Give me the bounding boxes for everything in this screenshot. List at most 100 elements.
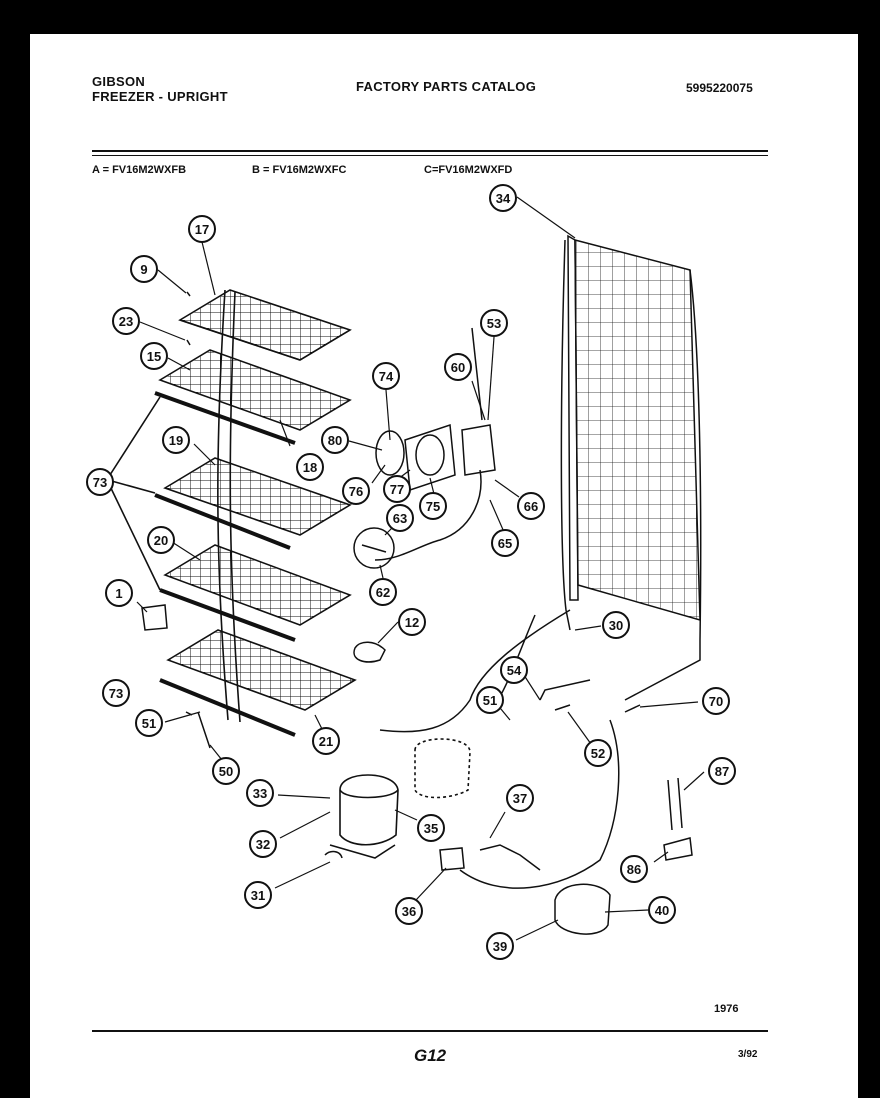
brand-block: GIBSON FREEZER - UPRIGHT — [92, 74, 228, 104]
svg-text:70: 70 — [709, 694, 723, 709]
callout-65: 65 — [491, 529, 519, 557]
shelf-17-drawing — [178, 289, 352, 361]
product-type: FREEZER - UPRIGHT — [92, 89, 228, 104]
shelf-drawings — [107, 289, 357, 737]
svg-text:54: 54 — [507, 663, 522, 678]
svg-text:19: 19 — [169, 433, 183, 448]
shelf-15-drawing — [154, 349, 352, 445]
svg-text:37: 37 — [513, 791, 527, 806]
callout-66: 66 — [517, 492, 545, 520]
svg-text:9: 9 — [140, 262, 147, 277]
callout-40: 40 — [648, 896, 676, 924]
callout-51-right: 51 — [476, 686, 504, 714]
callout-39: 39 — [486, 932, 514, 960]
callout-80: 80 — [321, 426, 349, 454]
svg-text:73: 73 — [93, 475, 107, 490]
callout-73-lower: 73 — [102, 679, 130, 707]
callout-30: 30 — [602, 611, 630, 639]
svg-text:51: 51 — [483, 693, 497, 708]
callout-19: 19 — [162, 426, 190, 454]
callout-1: 1 — [105, 579, 133, 607]
page-label: G12 — [414, 1046, 447, 1065]
callout-12: 12 — [398, 608, 426, 636]
svg-text:80: 80 — [328, 433, 342, 448]
callout-9: 9 — [130, 255, 158, 283]
callout-31: 31 — [244, 881, 272, 909]
brand-name: GIBSON — [92, 74, 146, 89]
callout-62: 62 — [369, 578, 397, 606]
svg-text:39: 39 — [493, 939, 507, 954]
callout-23: 23 — [112, 307, 140, 335]
thermostat-drawing — [353, 527, 395, 663]
catalog-sheet — [30, 34, 858, 1098]
callout-73-upper: 73 — [86, 468, 114, 496]
svg-text:51: 51 — [142, 716, 156, 731]
callout-33: 33 — [246, 779, 274, 807]
svg-text:65: 65 — [498, 536, 512, 551]
svg-text:15: 15 — [147, 349, 161, 364]
svg-text:1: 1 — [115, 586, 122, 601]
callout-20: 20 — [147, 526, 175, 554]
footer-rule — [92, 1030, 768, 1032]
svg-text:18: 18 — [303, 460, 317, 475]
svg-text:50: 50 — [219, 764, 233, 779]
callout-86: 86 — [620, 855, 648, 883]
callout-50: 50 — [212, 757, 240, 785]
shelf-21-drawing — [159, 629, 357, 737]
shelf-20-drawing — [159, 544, 352, 642]
callout-53: 53 — [480, 309, 508, 337]
svg-text:76: 76 — [349, 484, 363, 499]
svg-text:21: 21 — [319, 734, 333, 749]
callout-34: 34 — [489, 184, 517, 212]
svg-text:32: 32 — [256, 837, 270, 852]
svg-text:60: 60 — [451, 360, 465, 375]
callout-15: 15 — [140, 342, 168, 370]
svg-text:34: 34 — [496, 191, 511, 206]
svg-text:53: 53 — [487, 316, 501, 331]
model-c-label: C=FV16M2WXFD — [424, 164, 513, 176]
svg-text:40: 40 — [655, 903, 669, 918]
callout-17: 17 — [188, 215, 216, 243]
callout-70: 70 — [702, 687, 730, 715]
header-rule-thin — [92, 155, 768, 156]
page-date: 3/92 — [738, 1049, 758, 1060]
svg-text:62: 62 — [376, 585, 390, 600]
model-b-label: B = FV16M2WXFC — [252, 164, 347, 176]
shelf-19-drawing — [154, 457, 352, 550]
catalog-title: FACTORY PARTS CATALOG — [356, 79, 537, 94]
callout-75: 75 — [419, 492, 447, 520]
callout-87: 87 — [708, 757, 736, 785]
callout-36: 36 — [395, 897, 423, 925]
callout-35: 35 — [417, 814, 445, 842]
catalog-code: 5995220075 — [686, 81, 753, 95]
svg-text:33: 33 — [253, 786, 267, 801]
svg-text:31: 31 — [251, 888, 265, 903]
svg-text:74: 74 — [379, 369, 394, 384]
figure-number: 1976 — [714, 1003, 739, 1015]
svg-text:20: 20 — [154, 533, 168, 548]
callout-21: 21 — [312, 727, 340, 755]
callout-77: 77 — [383, 475, 411, 503]
svg-text:77: 77 — [390, 482, 404, 497]
svg-text:35: 35 — [424, 821, 438, 836]
svg-text:73: 73 — [109, 686, 123, 701]
evaporator-drawing — [379, 234, 702, 733]
svg-text:36: 36 — [402, 904, 416, 919]
svg-text:12: 12 — [405, 615, 419, 630]
svg-text:87: 87 — [715, 764, 729, 779]
callout-37: 37 — [506, 784, 534, 812]
svg-text:30: 30 — [609, 618, 623, 633]
svg-text:63: 63 — [393, 511, 407, 526]
callout-52: 52 — [584, 739, 612, 767]
svg-text:23: 23 — [119, 314, 133, 329]
header-rule — [92, 150, 768, 152]
callout-51-left: 51 — [135, 709, 163, 737]
compressor-drawing — [329, 738, 471, 859]
callout-18: 18 — [296, 453, 324, 481]
model-a-label: A = FV16M2WXFB — [92, 164, 187, 176]
svg-text:75: 75 — [426, 499, 440, 514]
callout-54: 54 — [500, 656, 528, 684]
callout-74: 74 — [372, 362, 400, 390]
callout-63: 63 — [386, 504, 414, 532]
